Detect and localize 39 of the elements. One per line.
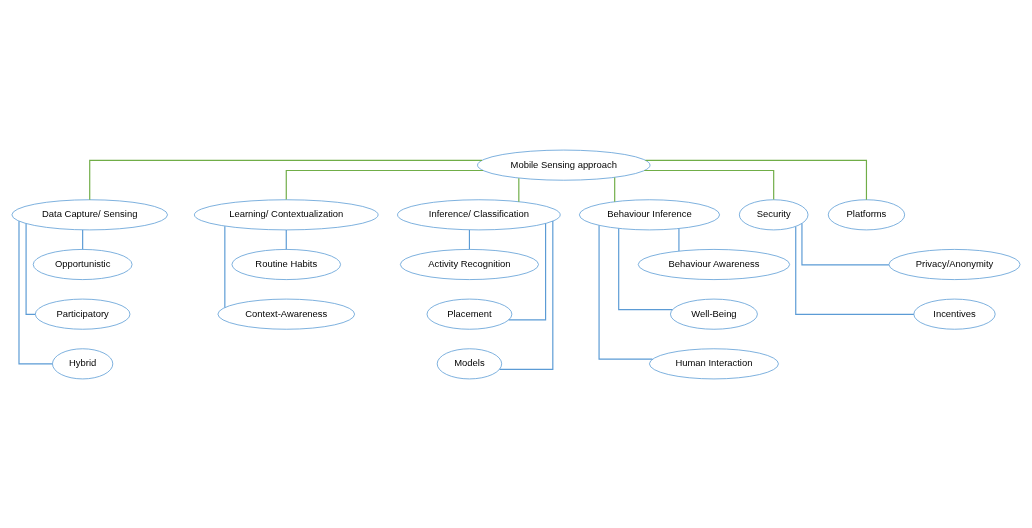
connector bbox=[82, 228, 84, 250]
node-ellipse: Inference/ Classification bbox=[397, 198, 561, 230]
connector bbox=[89, 159, 483, 200]
node-ellipse: Activity Recognition bbox=[399, 248, 539, 280]
connector bbox=[643, 169, 775, 200]
connector bbox=[644, 159, 868, 200]
node-ellipse: Context-Awareness bbox=[217, 298, 355, 330]
node-ellipse: Participatory bbox=[34, 298, 131, 330]
connector bbox=[285, 228, 287, 250]
connector bbox=[795, 225, 915, 315]
connector bbox=[25, 222, 36, 315]
node-ellipse: Platforms bbox=[827, 198, 906, 230]
connector bbox=[18, 220, 53, 364]
node-ellipse: Behaviour Awareness bbox=[637, 248, 791, 280]
connector bbox=[508, 222, 547, 320]
node-ellipse: Incentives bbox=[913, 298, 996, 330]
node-ellipse: Behaviour Inference bbox=[578, 198, 720, 230]
node-ellipse: Privacy/Anonymity bbox=[888, 248, 1021, 280]
connector bbox=[224, 225, 226, 308]
connector bbox=[614, 176, 616, 202]
node-ellipse: Well-Being bbox=[670, 298, 758, 330]
node-ellipse: Opportunistic bbox=[32, 248, 133, 280]
node-ellipse: Routine Habits bbox=[231, 248, 341, 280]
connector bbox=[468, 228, 471, 250]
node-ellipse: Learning/ Contextualization bbox=[194, 198, 379, 230]
node-ellipse: Placement bbox=[426, 298, 513, 330]
node-ellipse: Mobile Sensing approach bbox=[477, 149, 651, 181]
connector bbox=[518, 177, 520, 202]
connector bbox=[498, 220, 554, 370]
node-ellipse: Data Capture/ Sensing bbox=[11, 198, 168, 230]
node-ellipse: Models bbox=[436, 347, 503, 379]
node-ellipse: Hybrid bbox=[52, 347, 114, 379]
connector bbox=[598, 224, 654, 360]
connector bbox=[678, 227, 680, 252]
connector bbox=[285, 169, 484, 200]
node-ellipse: Security bbox=[738, 198, 809, 230]
connector bbox=[618, 227, 674, 310]
connector bbox=[801, 222, 890, 265]
node-ellipse: Human Interaction bbox=[649, 347, 779, 379]
